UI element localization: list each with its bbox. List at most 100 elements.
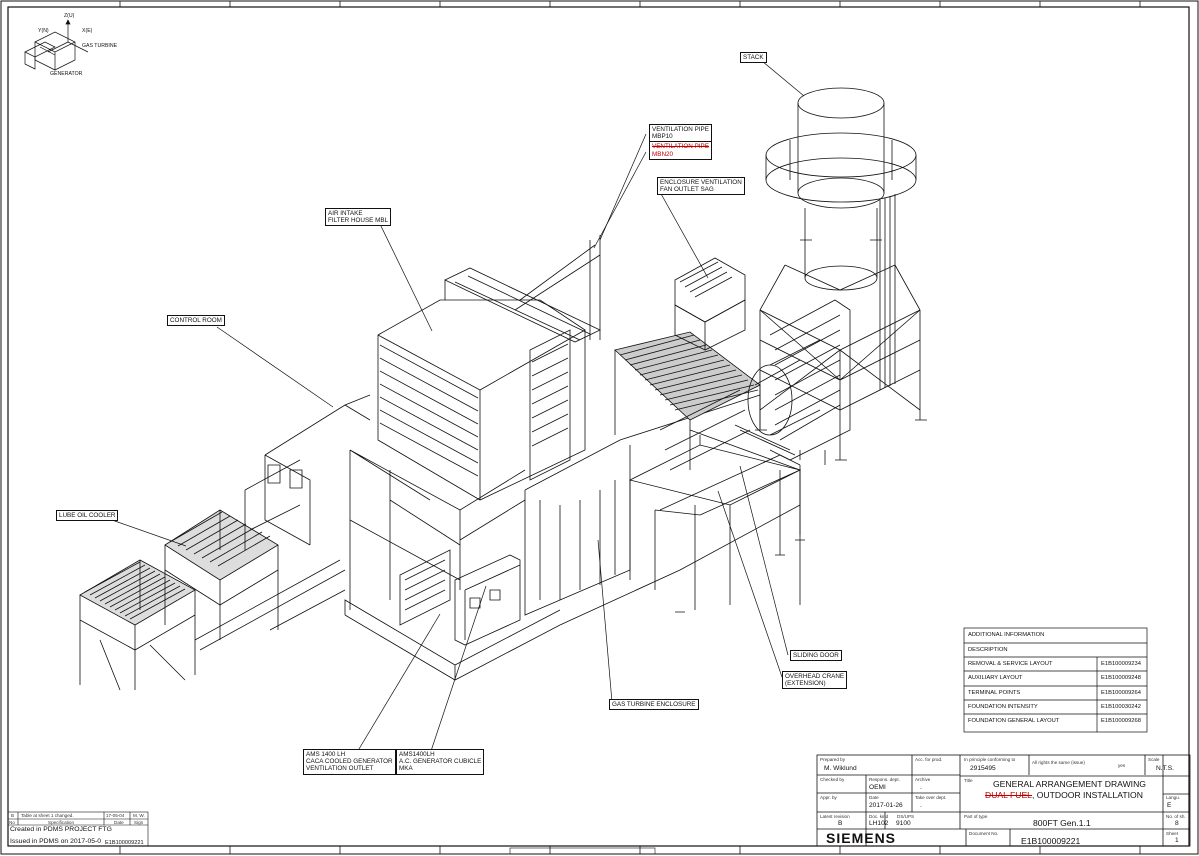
acc-for-prod-label: Acc. for prod. [915, 757, 943, 762]
revision-date: 17-05-04 [106, 813, 125, 818]
exhaust-diffuser [747, 299, 851, 461]
base-skid [344, 429, 801, 681]
created-in-note: Created in PDMS PROJECT FTG [10, 826, 112, 833]
orientation-gizmo [24, 19, 89, 71]
resp-dept-value: OEMI [869, 784, 886, 791]
info-row-doc: E1B100009264 [1101, 690, 1141, 696]
sheet-label: Sheet [1166, 831, 1179, 836]
info-row-label: TERMINAL POINTS [968, 690, 1021, 696]
enclosure-vent-line1: ENCLOSURE VENTILATION [660, 179, 742, 186]
ams1400lh-line3: MKA [399, 765, 413, 773]
revision-text: Table at sheet 1 changed. [21, 813, 74, 818]
info-row-doc: E1B100009268 [1101, 718, 1141, 724]
generator-cubicle [399, 549, 521, 646]
drawing-title-rest: , OUTDOOR INSTALLATION [1031, 790, 1143, 800]
callout-enclosure-ventilation: ENCLOSURE VENTILATION FAN OUTLET SAG [657, 177, 745, 196]
language-value: E [1167, 802, 1172, 809]
ams1400lh-line1: AMS1400LH [399, 751, 435, 758]
rights-label: All rights the same (issue) [1032, 760, 1085, 765]
document-no-value: E1B100009221 [1021, 836, 1081, 846]
leader-stack [761, 60, 805, 97]
ventilation-pipes [514, 235, 601, 340]
gas-turbine-enclosure [524, 331, 802, 616]
z-axis-label: Z(U) [64, 13, 75, 19]
title-block-frame [816, 754, 1191, 847]
leader-vent-pipe-2 [593, 151, 647, 249]
leader-lube-oil [111, 519, 187, 547]
latest-revision-label: Latest revision [820, 814, 850, 819]
take-over-value: . [920, 802, 922, 809]
language-label: Langu. [1166, 795, 1181, 800]
leader-sliding-door [739, 465, 789, 656]
callout-stack: STACK [740, 52, 767, 64]
overhead-crane-line1: OVERHEAD CRANE [785, 673, 845, 680]
enclosure-vent-line2: FAN OUTLET SAG [660, 186, 714, 194]
info-row-label: FOUNDATION INTENSITY [968, 704, 1038, 710]
revision-col-no: No [9, 820, 15, 825]
archive-label: Archive [915, 777, 931, 782]
callout-ams1400lh-cubicle: AMS1400LH A.C. GENERATOR CUBICLE MKA [396, 749, 485, 775]
approved-by-label: Appr. by [820, 795, 837, 800]
revision-letter: B [11, 813, 15, 818]
info-table-description: DESCRIPTION [968, 647, 1008, 653]
callout-ams-1400-lh: AMS 1400 LH CACA COOLED GENERATOR VENTIL… [303, 749, 396, 775]
drawing-title-struck: DUAL FUEL [985, 790, 1032, 800]
callout-lube-oil-cooler: LUBE OIL COOLER [56, 510, 119, 522]
overhead-crane-line2: (EXTENSION) [785, 680, 826, 688]
date-value: 2017-01-26 [869, 802, 903, 809]
sheet-value: 1 [1175, 837, 1179, 844]
document-no-label: Document No. [969, 831, 999, 836]
leader-overhead-crane [717, 490, 783, 678]
scale-value: N.T.S. [1156, 765, 1174, 772]
info-row-label: REMOVAL & SERVICE LAYOUT [968, 661, 1053, 667]
part-of-type-value: 800FT Gen.1.1 [1033, 818, 1091, 828]
power-plant-isometric [79, 87, 927, 691]
info-row-doc: E1B100009234 [1101, 661, 1141, 667]
callout-air-intake: AIR INTAKE FILTER HOUSE MBL [325, 208, 392, 227]
gas-turbine-axis-label: GAS TURBINE [82, 43, 118, 49]
ams-1400-line3: VENTILATION OUTLET [306, 765, 374, 773]
leader-control-room [216, 326, 334, 408]
callout-sliding-door: SLIDING DOOR [790, 650, 842, 662]
archive-value: . [920, 784, 922, 791]
leader-ams-1400 [355, 613, 441, 755]
ams-1400-line2: CACA COOLED GENERATOR [306, 758, 393, 766]
revision-col-spec: Specification [48, 820, 75, 825]
doc-kind-label: Doc. kind [869, 814, 889, 819]
air-intake-line2: FILTER HOUSE MBL [328, 217, 389, 225]
rights-value: yes [1118, 763, 1126, 768]
ventilation-pipe-mbp10-line2: MBP10 [652, 133, 673, 141]
resp-dept-label: Respons. dept. [869, 777, 900, 782]
no-of-sheets-value: 8 [1175, 820, 1179, 827]
info-row-label: FOUNDATION GENERAL LAYOUT [968, 718, 1060, 724]
ventilation-pipe-mbn20-line1: VENTILATION PIPE [652, 143, 709, 151]
callout-gas-turbine-enclosure: GAS TURBINE ENCLOSURE [609, 699, 699, 711]
y-axis-label: Y(N) [38, 28, 49, 34]
info-row-label: AUXILIARY LAYOUT [968, 675, 1023, 681]
scale-label: Scale [1148, 757, 1160, 762]
control-room [244, 394, 371, 550]
ventilation-pipe-mbn20-line2: MBN20 [652, 150, 673, 158]
info-row-doc: E1B100030242 [1101, 704, 1141, 710]
overhead-crane [654, 424, 805, 613]
x-axis-label: X(E) [82, 28, 93, 34]
prepared-by-label: Prepared by [820, 757, 846, 762]
air-intake-line1: AIR INTAKE [328, 210, 363, 217]
drawing-title-line1: GENERAL ARRANGEMENT DRAWING [993, 779, 1146, 789]
lube-oil-cooler [79, 509, 346, 691]
ventilation-pipe-mbp10-line1: VENTILATION PIPE [652, 126, 709, 133]
stack [755, 87, 927, 465]
no-of-sheets-label: No. of sh. [1166, 814, 1186, 819]
info-table-header: ADDITIONAL INFORMATION [968, 632, 1045, 638]
leader-gt-enclosure [597, 539, 613, 703]
info-table-frame [963, 627, 1148, 733]
part-of-type-label: Part of type [964, 814, 988, 819]
leader-lines [111, 60, 805, 755]
revision-col-sign: Sign [134, 820, 144, 825]
ds-ups-value: 9100 [896, 820, 911, 827]
issued-doc-number: E1B100009221 [105, 840, 144, 846]
take-over-label: Take over dept. [915, 795, 947, 800]
info-row-doc: E1B100009248 [1101, 675, 1141, 681]
latest-revision-value: B [838, 820, 843, 827]
